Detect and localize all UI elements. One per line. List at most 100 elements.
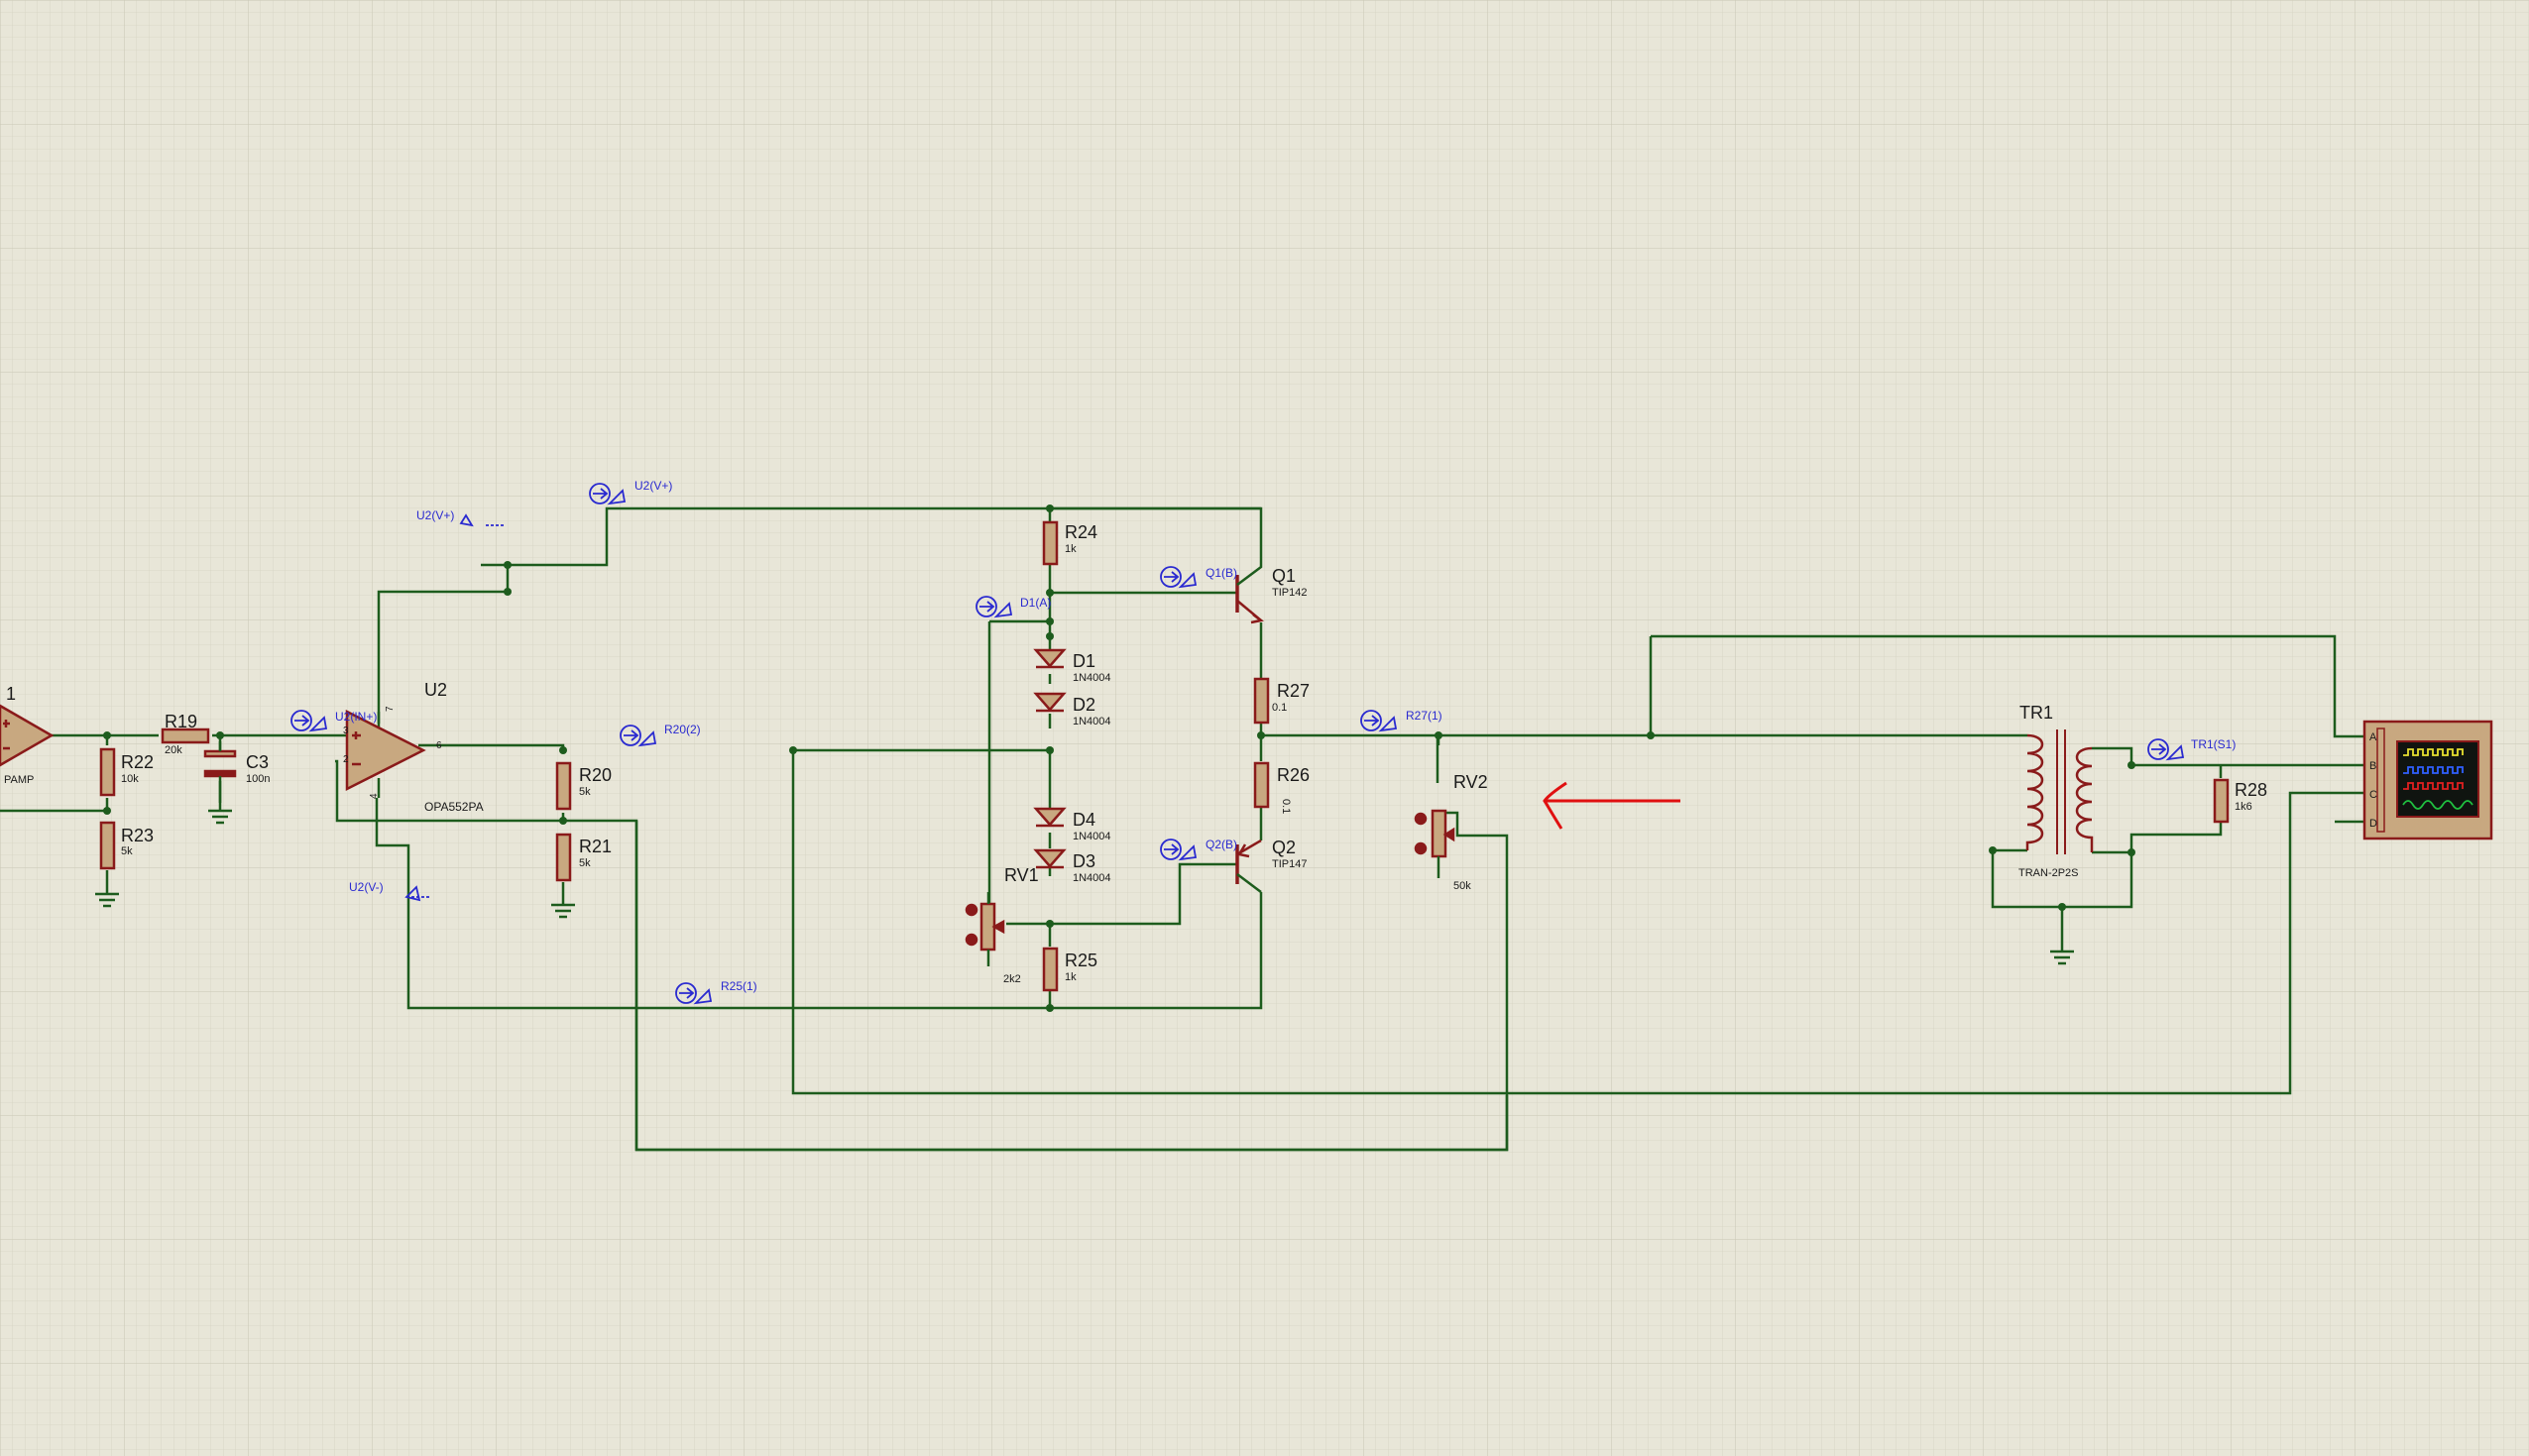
- r22-value: 10k: [121, 773, 139, 785]
- tr1-value: TRAN-2P2S: [2018, 867, 2079, 879]
- d2-value: 1N4004: [1073, 716, 1111, 728]
- u1-type-label: PAMP: [4, 774, 34, 786]
- u2-pin3: 3: [343, 726, 349, 736]
- r28-label: R28: [2235, 780, 2267, 800]
- probe-u2vminus-label: U2(V-): [349, 880, 384, 894]
- rv2-potentiometer[interactable]: [1414, 809, 1455, 878]
- r20-value: 5k: [579, 786, 591, 798]
- probe-u2vplus-left-label: U2(V+): [416, 508, 454, 522]
- r23-label: R23: [121, 826, 154, 845]
- d2-label: D2: [1073, 695, 1095, 715]
- probe-u2vplus-top-label: U2(V+): [634, 479, 672, 493]
- d1-value: 1N4004: [1073, 672, 1111, 684]
- r26-value: 0.1: [1280, 799, 1292, 814]
- r25-resistor[interactable]: [1042, 947, 1059, 992]
- r27-label: R27: [1277, 681, 1310, 701]
- oscilloscope-instrument[interactable]: [2362, 720, 2493, 840]
- r22-label: R22: [121, 752, 154, 772]
- wires: [0, 506, 2364, 1152]
- u2-pin7: 7: [385, 706, 396, 712]
- probe-u2vplus-top-icon: [589, 483, 627, 505]
- u2-opamp-icon[interactable]: [345, 709, 426, 792]
- components: [0, 520, 2493, 992]
- r26-label: R26: [1277, 765, 1310, 785]
- probe-icons: [290, 483, 2185, 1005]
- osc-channel-b: B: [2369, 760, 2376, 772]
- probe-u2vplus-left-icon: [459, 513, 506, 527]
- d3-label: D3: [1073, 851, 1095, 871]
- u2-pin4: 4: [369, 793, 380, 799]
- c3-capacitor[interactable]: [203, 741, 237, 803]
- q2-value: TIP147: [1272, 858, 1307, 870]
- d1-label: D1: [1073, 651, 1095, 671]
- r20-label: R20: [579, 765, 612, 785]
- c3-value: 100n: [246, 773, 270, 785]
- u2-pin6: 6: [436, 740, 442, 751]
- probe-u2vminus-icon: [404, 885, 431, 902]
- r20-resistor[interactable]: [555, 761, 572, 811]
- probe-tr1s1-icon: [2147, 738, 2185, 761]
- rv1-value: 2k2: [1003, 973, 1021, 985]
- rv2-label: RV2: [1453, 772, 1488, 792]
- r19-value: 20k: [165, 744, 182, 756]
- probe-q1b-label: Q1(B): [1206, 566, 1237, 580]
- probe-q1b-icon: [1160, 566, 1198, 589]
- probe-d1a-label: D1(A): [1020, 596, 1051, 610]
- d3-diode[interactable]: [1033, 848, 1067, 869]
- tr1-transformer[interactable]: [2025, 729, 2094, 854]
- probe-d1a-icon: [976, 596, 1013, 618]
- r24-resistor[interactable]: [1042, 520, 1059, 566]
- probe-r25-label: R25(1): [721, 979, 757, 993]
- q1-value: TIP142: [1272, 587, 1307, 599]
- r25-value: 1k: [1065, 971, 1077, 983]
- r21-value: 5k: [579, 857, 591, 869]
- component-labels: 1 PAMP R19 20k C3 100n R22 10k R23 5k U2…: [4, 522, 2377, 985]
- junctions: [103, 504, 2135, 1012]
- r23-resistor[interactable]: [99, 821, 116, 870]
- d2-diode[interactable]: [1033, 692, 1067, 713]
- probe-r20-icon: [620, 725, 657, 747]
- u2-type-label: OPA552PA: [424, 800, 484, 814]
- r19-label: R19: [165, 712, 197, 731]
- d4-diode[interactable]: [1033, 807, 1067, 828]
- r28-value: 1k6: [2235, 801, 2252, 813]
- rv2-value: 50k: [1453, 880, 1471, 892]
- osc-channel-c: C: [2369, 789, 2377, 801]
- r24-label: R24: [1065, 522, 1097, 542]
- r25-label: R25: [1065, 951, 1097, 970]
- r19-resistor[interactable]: [161, 728, 210, 744]
- r22-resistor[interactable]: [99, 747, 116, 797]
- red-arrow-icon: [1543, 781, 1680, 830]
- u1-label: 1: [6, 684, 16, 704]
- probe-labels: U2(V+) U2(V+) U2(IN+) U2(V-) R20(2) R25(…: [335, 479, 2236, 993]
- q1-transistor[interactable]: [1235, 523, 1264, 624]
- r21-resistor[interactable]: [555, 833, 572, 882]
- d3-value: 1N4004: [1073, 872, 1111, 884]
- rv1-potentiometer[interactable]: [965, 892, 1005, 966]
- r26-resistor[interactable]: [1253, 761, 1270, 809]
- probe-q2b-icon: [1160, 839, 1198, 861]
- probe-u2inplus-label: U2(IN+): [335, 710, 377, 724]
- d1-diode[interactable]: [1033, 648, 1067, 669]
- oscilloscope-screen: [2396, 740, 2479, 818]
- rv1-label: RV1: [1004, 865, 1039, 885]
- u1-opamp-icon[interactable]: [0, 704, 55, 767]
- probe-tr1s1-label: TR1(S1): [2191, 737, 2236, 751]
- probe-u2inplus-icon: [290, 710, 328, 732]
- q2-transistor[interactable]: [1235, 839, 1262, 893]
- probe-r27-label: R27(1): [1406, 709, 1442, 723]
- r23-value: 5k: [121, 845, 133, 857]
- r28-resistor[interactable]: [2213, 778, 2230, 824]
- tr1-label: TR1: [2019, 703, 2053, 723]
- c3-label: C3: [246, 752, 269, 772]
- d4-label: D4: [1073, 810, 1095, 830]
- r27-resistor[interactable]: [1253, 677, 1270, 725]
- u2-pin2: 2: [343, 754, 349, 765]
- r27-value: 0.1: [1272, 702, 1287, 714]
- probe-r25-icon: [675, 982, 713, 1005]
- q2-label: Q2: [1272, 838, 1296, 857]
- probe-r20-label: R20(2): [664, 723, 701, 736]
- osc-channel-d: D: [2369, 818, 2377, 830]
